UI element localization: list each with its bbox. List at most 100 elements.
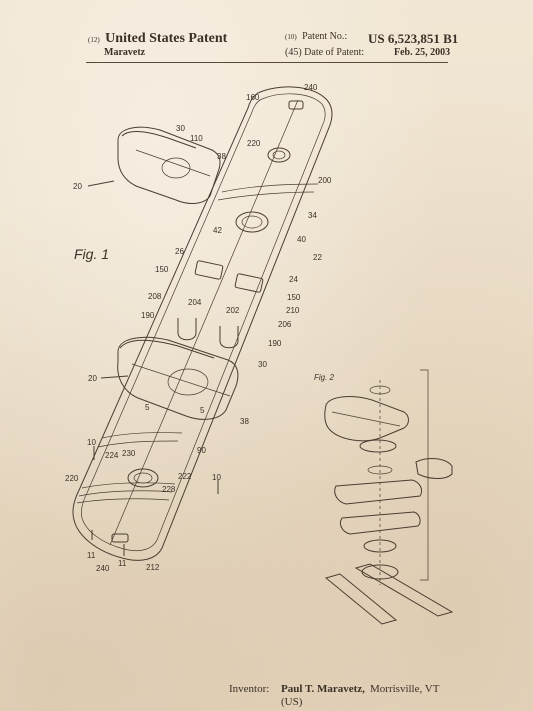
ref-228: 228 (162, 485, 176, 494)
ref-38-top: 38 (217, 152, 226, 161)
binding-top (117, 126, 221, 204)
snowboard-outline (72, 86, 333, 561)
ref-40: 40 (297, 235, 306, 244)
ref-190-right: 190 (268, 339, 282, 348)
board-stripe (221, 183, 319, 193)
mount-disc-middle (235, 211, 269, 233)
ref-210: 210 (286, 306, 300, 315)
fig2-washer-top (369, 385, 391, 395)
ref-20-top: 20 (73, 182, 82, 191)
inventor-label: Inventor: (229, 683, 270, 695)
ref-5-left: 5 (145, 403, 150, 412)
fig2-plate-mid (339, 511, 421, 535)
board-stripe (81, 482, 176, 489)
mount-disc-top (267, 147, 291, 163)
ref-202: 202 (226, 306, 240, 315)
ref-38-mid: 38 (240, 417, 249, 426)
nose-mount (288, 100, 304, 110)
header-code-45: (45) (285, 47, 302, 58)
patent-header-left: (12) United States Patent (88, 31, 227, 47)
ref-150-left: 150 (155, 265, 169, 274)
inventor-place: Morrisville, VT (370, 683, 440, 695)
patent-title: United States Patent (105, 31, 228, 46)
ref-11-left: 11 (87, 551, 96, 560)
header-rule (86, 62, 448, 63)
binding-bottom-disc (167, 368, 209, 396)
tail-mount (111, 533, 129, 543)
date-of-patent-label: (45) Date of Patent: (285, 47, 364, 58)
ref-240-top: 240 (304, 83, 318, 92)
mount-disc-bottom-inner (133, 472, 153, 484)
fig2-lever (415, 458, 453, 479)
clip-left (177, 318, 197, 341)
bracket-right (234, 273, 264, 293)
fig2-spacer (367, 465, 393, 475)
fig2-disc-upper (359, 439, 397, 453)
header-code-10: (10) (285, 33, 297, 41)
binding-top-disc (161, 157, 191, 179)
ref-230: 230 (122, 449, 136, 458)
fig2-binding (324, 396, 409, 442)
arrow-20-mid (100, 375, 129, 379)
ref-160: 160 (246, 93, 260, 102)
ref-206: 206 (278, 320, 292, 329)
inventor-country: (US) (281, 696, 303, 708)
ref-90: 90 (197, 446, 206, 455)
arrow-20-top (87, 180, 115, 187)
board-stripe (76, 498, 170, 504)
ref-34: 34 (308, 211, 317, 220)
inventor-name: Paul T. Maravetz, (281, 683, 365, 695)
binding-top-heelcup (135, 149, 211, 177)
fig2-exploded-view: Fig. 2 (314, 369, 454, 625)
ref-204: 204 (188, 298, 202, 307)
fig2-binding-strap (331, 411, 401, 427)
snowboard-centerline (109, 99, 299, 546)
fig2-board-strip-right (354, 563, 454, 617)
ref-240-bottom: 240 (96, 564, 110, 573)
bracket-left (194, 260, 224, 280)
ref-26: 26 (175, 247, 184, 256)
ref-24: 24 (289, 275, 298, 284)
ref-22: 22 (313, 253, 322, 262)
patent-number-value: US 6,523,851 B1 (368, 31, 459, 46)
fig1-label: Fig. 1 (74, 246, 109, 262)
board-stripe (97, 440, 179, 448)
ref-212: 212 (146, 563, 160, 572)
fig2-disc-lower (363, 539, 397, 553)
board-stripe (78, 490, 173, 497)
fig2-board-strip-left (324, 573, 398, 625)
ref-208: 208 (148, 292, 162, 301)
ref-30-mid: 30 (258, 360, 267, 369)
ref-150-right: 150 (287, 293, 301, 302)
binding-bottom-heelcup (131, 363, 231, 397)
ref-10-right: 10 (212, 473, 221, 482)
binding-top-base (117, 126, 221, 204)
fig2-label: Fig. 2 (314, 373, 335, 382)
patent-no-label: Patent No.: (302, 31, 348, 42)
ref-190-left: 190 (141, 311, 155, 320)
binding-bottom (117, 336, 239, 420)
inventor-short-name: Maravetz (104, 47, 146, 58)
board-stripe (101, 432, 183, 439)
fig2-plate-top (334, 479, 423, 505)
binding-bottom-strap (119, 339, 215, 359)
ref-30-top: 30 (176, 124, 185, 133)
ref-11-right: 11 (118, 559, 127, 568)
header-code-12: (12) (88, 36, 100, 44)
mount-disc-bottom (127, 468, 159, 488)
mount-disc-middle-inner (241, 215, 263, 229)
ref-222: 222 (178, 472, 192, 481)
ref-20-mid: 20 (88, 374, 97, 383)
ref-220-top: 220 (247, 139, 261, 148)
binding-bottom-base (117, 336, 239, 420)
ref-224: 224 (105, 451, 119, 460)
date-label: Date of Patent: (304, 47, 365, 58)
ref-10-left: 10 (87, 438, 96, 447)
board-stripe (217, 191, 315, 201)
date-of-patent-value: Feb. 25, 2003 (394, 47, 451, 58)
patent-number-label: (10) Patent No.: (285, 31, 347, 42)
ref-110: 110 (190, 134, 203, 143)
snowboard-drawing (72, 86, 333, 561)
